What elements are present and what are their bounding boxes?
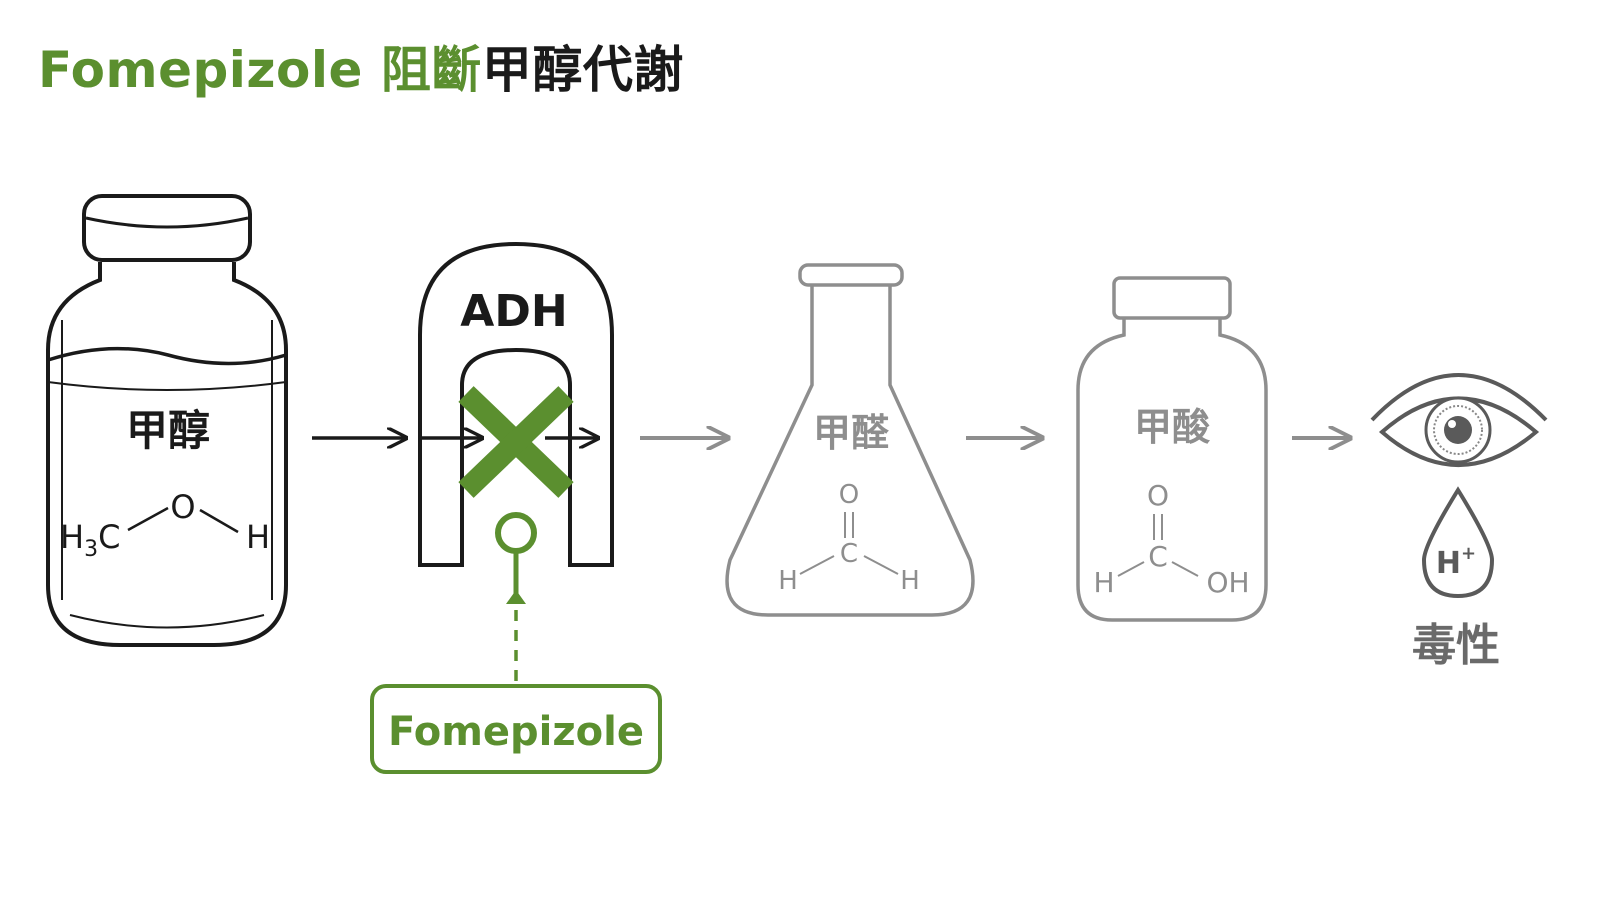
fomepizole-box [370,684,662,774]
title-rest: 甲醇代謝 [481,41,684,99]
fomepizole-label: Fomepizole [388,709,644,755]
formic-acid-h: H [1093,566,1114,599]
formic-acid-oh: OH [1206,566,1249,599]
methanol-h3: H3C [60,518,120,562]
ion-label: H+ [1436,543,1476,581]
flask-rim [798,263,904,287]
formaldehyde-h-right: H [900,566,920,596]
page-title: Fomepizole 阻斷甲醇代謝 [38,30,684,102]
block-x-icon [458,386,574,498]
toxicity-label: 毒性 [1412,620,1500,671]
toxicity-group: H+ 毒性 [1370,373,1548,671]
formaldehyde-c: C [840,539,858,569]
formaldehyde-h-left: H [778,566,798,596]
inhibitor-pin-icon [495,512,537,554]
formic-acid-o: O [1147,479,1169,512]
bottle-cap [1112,276,1232,320]
methanol-h: H [246,518,270,556]
methanol-o: O [170,488,195,526]
formaldehyde-label: 甲醛 [813,411,889,455]
methanol-label: 甲醇 [126,406,210,455]
bottle-body [1076,318,1268,622]
jar-body [46,262,288,647]
drop-icon [1421,486,1495,599]
flask-body [725,285,975,617]
formaldehyde-o: O [839,480,859,510]
formic-acid-label: 甲酸 [1134,405,1211,449]
formaldehyde-flask: 甲醛 O C H H [725,263,975,617]
adh-label: ADH [460,286,567,337]
methanol-jar: 甲醇 O H3C H [46,194,288,647]
title-highlight: Fomepizole 阻斷 [38,41,482,99]
adh-shape [418,241,614,567]
jar-liquid [47,346,287,366]
fomepizole-inhibitor: Fomepizole [370,512,662,774]
eye-icon [1370,373,1548,467]
formic-acid-bottle: 甲酸 O C H OH [1076,276,1268,622]
adh-enzyme: ADH [418,241,614,567]
formic-acid-c: C [1148,540,1168,573]
